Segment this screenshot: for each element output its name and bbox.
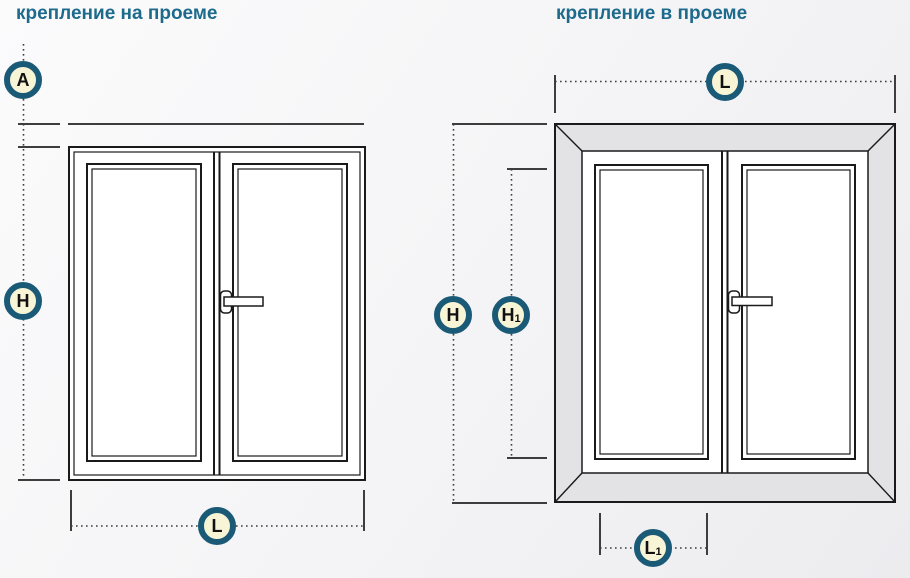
bevel-line <box>554 472 583 503</box>
badge-letter: H <box>446 304 460 325</box>
badge-letter: L <box>644 537 656 558</box>
left-sash-glass-bead <box>91 168 197 457</box>
right-diagram-title: крепление в проеме <box>556 3 748 24</box>
badge-subscript: 1 <box>514 313 521 325</box>
right-sash-glass-bead <box>237 168 343 457</box>
bevel-line <box>554 123 583 152</box>
dimension-badge-h-right: H <box>434 296 472 334</box>
dimension-badge-l-left: L <box>198 507 236 545</box>
right-window-drawing <box>594 151 856 473</box>
left-sash-glass <box>594 164 709 460</box>
right-sash-glass-bead <box>746 169 851 455</box>
badge-letter: H <box>16 290 30 311</box>
badge-letter: L <box>211 515 223 536</box>
dimension-badge-h-left: H <box>4 282 42 320</box>
badge-letter: H <box>501 304 515 325</box>
right-sash-glass <box>232 163 348 462</box>
badge-subscript: 1 <box>655 546 662 558</box>
badge-letter: A <box>16 69 30 90</box>
bevel-line <box>867 123 896 152</box>
left-window-drawing <box>68 146 366 481</box>
badge-letter: L <box>719 71 731 92</box>
right-sash-glass <box>741 164 856 460</box>
dimension-badge-a: A <box>4 61 42 99</box>
left-sash-glass-bead <box>599 169 704 455</box>
bevel-line <box>867 472 896 503</box>
window-inner-frame <box>73 151 361 476</box>
dimension-badge-l-right: L <box>706 63 744 101</box>
window-handle-bar <box>223 296 264 307</box>
window-handle-bar <box>731 296 773 307</box>
left-diagram-title: крепление на проеме <box>16 3 218 24</box>
left-sash-glass <box>86 163 202 462</box>
